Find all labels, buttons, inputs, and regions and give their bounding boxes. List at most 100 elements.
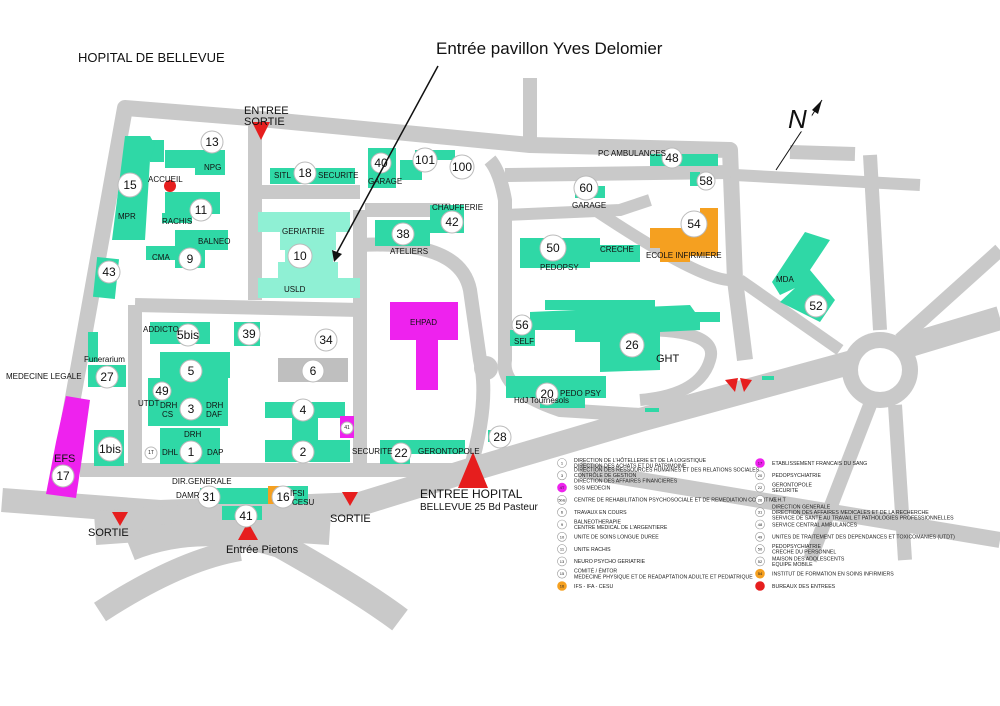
pietons-label: Entrée Pietons (226, 544, 299, 556)
left-legend-number-9: 15 (560, 571, 565, 576)
right-legend-number-2: 22 (758, 485, 763, 490)
right-legend-text-10: BUREAUX DES ENTREES (772, 584, 836, 590)
number-circle-1bis (97, 436, 123, 462)
sortie-mid-label: SORTIE (330, 513, 371, 525)
right-legend-marker-3 (755, 495, 765, 505)
building-number-6: 6 (310, 364, 317, 378)
svg-text:CRECHE: CRECHE (600, 245, 634, 254)
number-circle-9 (178, 247, 202, 271)
building-number-40: 40 (374, 156, 388, 170)
left-legend-text-0: DIRECTION DE L'HÔTELLERIE ET DE LA LOGIS… (574, 457, 707, 470)
building-number-60: 60 (579, 181, 593, 195)
left-legend-text-4: TRAVAUX EN COURS (574, 510, 627, 516)
left-legend-marker-2 (557, 482, 567, 493)
number-circle-54 (680, 210, 708, 238)
building-number-1t: 1T (148, 450, 154, 456)
ehpad-building (390, 302, 458, 390)
svg-text:ACCUEIL: ACCUEIL (148, 175, 183, 184)
svg-text:NPG: NPG (204, 163, 221, 172)
sortie-top-label: SORTIE (244, 116, 285, 128)
legend: 1 DIRECTION DE L'HÔTELLERIE ET DE LA LOGI… (557, 457, 955, 591)
right-legend-marker-10 (755, 581, 765, 591)
right-legend-number-7: 50 (758, 547, 763, 552)
building-number-41: 41 (239, 509, 253, 523)
number-circle-5bis (176, 323, 200, 347)
number-circle-2 (291, 440, 315, 464)
building-number-26: 26 (625, 338, 639, 352)
entree-top-marker (252, 122, 270, 140)
number-circle-13 (200, 130, 224, 154)
svg-text:ADDICTO: ADDICTO (143, 325, 179, 334)
building-number-10: 10 (293, 249, 307, 263)
building-number-101: 101 (415, 153, 435, 167)
building-number-9: 9 (187, 252, 194, 266)
svg-text:SELF: SELF (514, 337, 534, 346)
number-circle-41small (340, 421, 354, 435)
number-circle-101 (412, 147, 438, 173)
entree-top-label: ENTREE (244, 105, 289, 117)
building-number-13: 13 (205, 135, 219, 149)
svg-text:EHPAD: EHPAD (410, 318, 437, 327)
right-legend-text-3: G.H.T (772, 498, 787, 504)
building-number-56: 56 (515, 318, 529, 332)
number-circle-18 (293, 161, 317, 185)
accueil-dot (164, 180, 176, 192)
right-legend-marker-0 (755, 458, 765, 468)
left-legend-marker-9 (557, 568, 567, 579)
building-number-50: 50 (546, 241, 560, 255)
right-legend-text-0: ETABLISSEMENT FRANCAIS DU SANG (772, 461, 867, 467)
number-circle-42 (440, 210, 464, 234)
right-legend-marker-2 (755, 482, 765, 493)
svg-text:GARAGE: GARAGE (572, 201, 606, 210)
right-legend-marker-8 (755, 556, 765, 567)
number-circle-43 (97, 260, 121, 284)
building-number-11: 11 (195, 203, 208, 217)
right-legend-number-4: 31 (758, 510, 763, 515)
number-circle-1 (179, 440, 203, 464)
left-legend-number-4: 6 (561, 510, 564, 515)
svg-text:RACHIS: RACHIS (162, 217, 192, 226)
svg-text:ATELIERS: ATELIERS (390, 247, 428, 256)
right-road-marker (725, 378, 738, 392)
svg-text:DRH: DRH (206, 401, 224, 410)
svg-text:GARAGE: GARAGE (368, 177, 402, 186)
number-circle-48 (661, 147, 683, 169)
left-legend-number-6: 10 (560, 534, 565, 539)
building-number-3: 3 (188, 402, 195, 416)
callout-arrow (333, 65, 439, 259)
svg-text:N: N (788, 104, 807, 134)
right-legend-text-6: UNITES DE TRAITEMENT DES DEPENDANCES ET … (772, 535, 955, 541)
right-legend-number-9: 54 (758, 571, 763, 576)
number-circle-40 (370, 152, 392, 174)
right-legend-number-5: 48 (758, 522, 763, 527)
svg-text:GERIATRIE: GERIATRIE (282, 227, 325, 236)
right-legend-number-3: 26 (758, 497, 763, 502)
number-circle-38 (391, 222, 415, 246)
left-legend-text-10: IFS - IFA - CESU (574, 584, 613, 590)
left-legend-number-5: 9 (561, 522, 564, 527)
right-legend-text-5: SERVICE CENTRAL AMBULANCES (772, 522, 858, 528)
map-labels: HOPITAL DE BELLEVUE Entrée pavillon Yves… (6, 39, 794, 556)
left-legend-number-0: 1 (561, 461, 564, 466)
left-legend-text-8: NEURO PSYCHO GERIATRIE (574, 559, 646, 565)
compass: N (775, 99, 823, 171)
svg-text:DRH: DRH (160, 401, 178, 410)
svg-text:MPR: MPR (118, 212, 136, 221)
left-legend-marker-5 (557, 519, 567, 530)
svg-text:GHT: GHT (656, 353, 680, 365)
number-circle-27 (95, 365, 119, 389)
svg-text:DAMR: DAMR (176, 491, 200, 500)
pietons-marker (238, 522, 258, 540)
building-number-17: 17 (56, 469, 70, 483)
building-number-100: 100 (452, 160, 472, 174)
left-legend-number-8: 13 (560, 559, 565, 564)
right-legend-marker-6 (755, 531, 765, 542)
right-legend-number-1: 20 (758, 473, 763, 478)
number-circle-17 (51, 464, 75, 488)
svg-text:PEDO PSY: PEDO PSY (560, 389, 602, 398)
entrance-markers (112, 122, 752, 540)
number-circle-6 (301, 359, 325, 383)
